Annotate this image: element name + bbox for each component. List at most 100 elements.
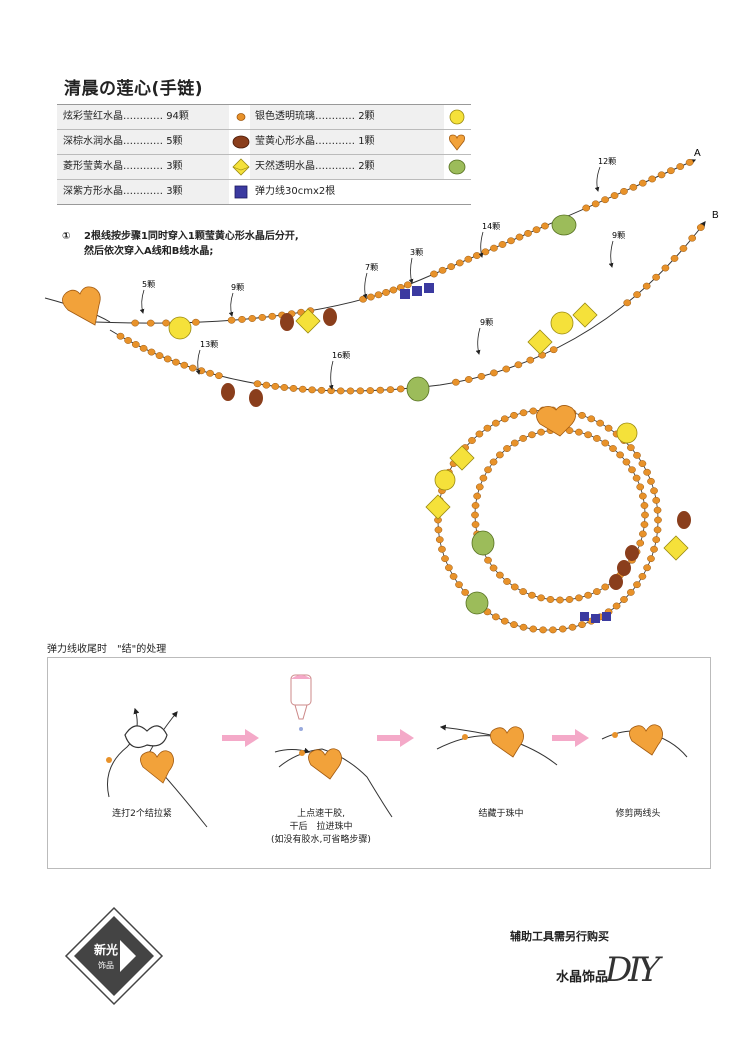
orange-small-bead [519,434,527,442]
orange-small-bead [503,578,511,585]
orange-small-bead [541,222,549,230]
yellow-round-bead [168,316,192,340]
yellow-round-bead [434,469,456,491]
orange-small-bead [584,431,592,439]
orange-small-bead [155,352,164,360]
brown-oval-bead [249,389,263,407]
brown-oval-bead [221,383,235,401]
count-label: 7颗 [365,263,378,272]
orange-small-bead [496,451,504,459]
orange-small-bead [131,341,140,348]
orange-small-bead [593,434,601,442]
orange-small-bead [642,282,651,290]
orange-small-bead [471,511,479,519]
orange-small-bead [601,583,610,591]
orange-small-bead [484,466,492,474]
orange-small-bead [449,572,458,580]
step-caption: 结藏于珠中 [478,809,524,819]
yellow-rhombus-bead [572,302,598,328]
orange-small-bead [652,273,660,281]
orange-small-bead [653,506,662,514]
orange-small-bead [519,623,528,631]
orange-small-bead [367,293,375,301]
orange-small-bead [601,439,610,447]
purple-square-bead [591,614,600,623]
step-hide-knot-illustration [436,724,558,766]
yellow-rhombus-bead [449,445,475,471]
orange-small-bead [468,437,476,444]
purple-square-bead [424,283,434,293]
step-number: ① [62,231,71,242]
orange-small-bead [633,451,641,459]
orange-small-bead [317,386,326,394]
orange-small-bead [623,299,632,307]
orange-small-bead [215,372,223,380]
material-name: 深棕水润水晶………… 5颗 [63,136,183,147]
material-name: 菱形莹黄水晶………… 3颗 [63,161,183,172]
orange-small-bead [438,266,447,274]
orange-small-bead [524,229,532,237]
orange-small-bead [289,384,298,392]
orange-small-bead [670,254,679,262]
orange-small-bead [688,234,697,242]
orange-small-bead [558,625,567,633]
yellow-rhombus-bead [295,308,321,334]
orange-small-bead [455,259,464,267]
step-caption: 上点速干胶, 干后 拉进珠中 (如没有胶水,可省略步骤) [271,809,371,845]
brown-oval-bead-icon [232,135,250,149]
orange-small-bead [386,386,395,394]
orange-small-bead [471,521,480,528]
orange-small-bead [584,591,592,599]
orange-small-bead [430,270,438,278]
orange-small-bead [652,496,661,504]
orange-small-bead [147,348,156,356]
material-name: 弹力线30cmx2根 [255,186,336,197]
orange-small-bead [661,264,670,272]
count-label: 9颗 [480,318,493,327]
orange-small-bead [298,385,307,393]
orange-small-bead [131,319,139,327]
orange-small-bead [271,382,280,390]
orange-small-bead [479,474,488,482]
count-label: 16颗 [332,351,350,360]
orange-small-bead [253,380,262,388]
orange-small-bead [162,319,170,327]
thread-b [109,221,706,392]
yellow-round-bead [616,422,638,444]
orange-small-bead [396,385,405,393]
step-caption: 修剪两线头 [615,809,661,819]
orange-small-bead [526,356,535,364]
orange-small-bead [529,625,538,633]
orange-small-bead [596,419,604,427]
orange-small-bead [473,252,481,259]
orange-small-bead [180,361,189,369]
brown-oval-bead [677,511,691,529]
count-label: 14颗 [482,222,500,231]
orange-small-bead [382,288,390,296]
orange-small-bead [172,358,180,366]
orange-small-bead [556,596,564,604]
orange-small-bead [620,187,628,195]
brown-oval-bead [609,574,623,590]
count-label: 3颗 [410,248,423,257]
orange-small-bead [622,458,631,466]
materials-row: 菱形莹黄水晶………… 3颗 天然透明水晶………… 2颗 [57,155,471,180]
orange-small-bead [248,315,257,322]
orange-small-bead [510,411,518,419]
orange-small-bead [591,200,600,208]
orange-small-bead [483,424,492,432]
orange-small-bead [490,244,498,252]
orange-small-bead [498,241,507,248]
purple-square-bead [412,286,422,296]
orange-small-bead [528,431,536,439]
material-name: 深紫方形水晶………… 3颗 [63,186,183,197]
orange-small-bead [620,596,628,603]
orange-small-bead [565,596,574,603]
orange-small-bead [633,581,641,589]
materials-row: 炫彩莹红水晶………… 94颗 银色透明琉璃………… 2颗 [57,105,471,130]
orange-small-bead [657,171,666,179]
brown-oval-bead [280,313,294,331]
section-2-title: 弹力线收尾时 "结"的处理 [47,644,167,655]
orange-small-bead [146,319,155,327]
